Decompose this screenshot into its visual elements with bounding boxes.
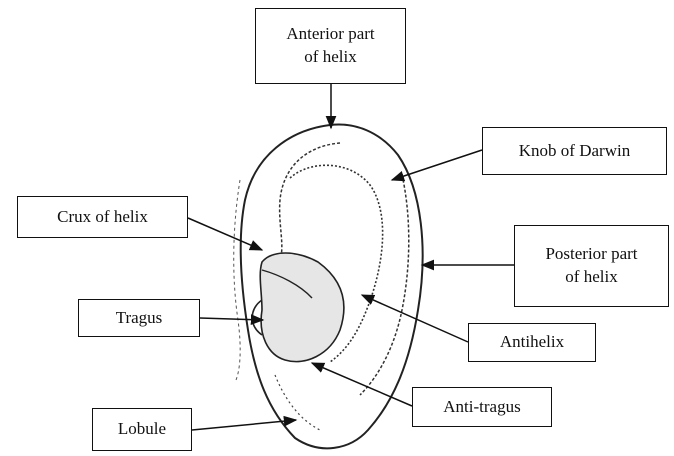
label-knob-of-darwin: Knob of Darwin (482, 127, 667, 175)
label-tragus: Tragus (78, 299, 200, 337)
label-antihelix: Antihelix (468, 323, 596, 362)
label-posterior-helix-line1: Posterior part (545, 243, 637, 266)
arrow-knob-of-darwin (392, 150, 482, 180)
face-edge (234, 180, 240, 380)
label-anterior-helix-line1: Anterior part (286, 23, 374, 46)
arrow-lobule (192, 420, 296, 430)
label-lobule: Lobule (92, 408, 192, 451)
label-anterior-helix-line2: of helix (304, 46, 356, 69)
label-knob-of-darwin-text: Knob of Darwin (519, 140, 630, 163)
label-crux-of-helix: Crux of helix (17, 196, 188, 238)
label-posterior-helix-line2: of helix (565, 266, 617, 289)
label-anti-tragus: Anti-tragus (412, 387, 552, 427)
label-anti-tragus-text: Anti-tragus (443, 396, 520, 419)
label-tragus-text: Tragus (116, 307, 163, 330)
label-anterior-helix: Anterior part of helix (255, 8, 406, 84)
label-crux-of-helix-text: Crux of helix (57, 206, 148, 229)
label-antihelix-text: Antihelix (500, 331, 564, 354)
label-lobule-text: Lobule (118, 418, 166, 441)
label-posterior-helix: Posterior part of helix (514, 225, 669, 307)
